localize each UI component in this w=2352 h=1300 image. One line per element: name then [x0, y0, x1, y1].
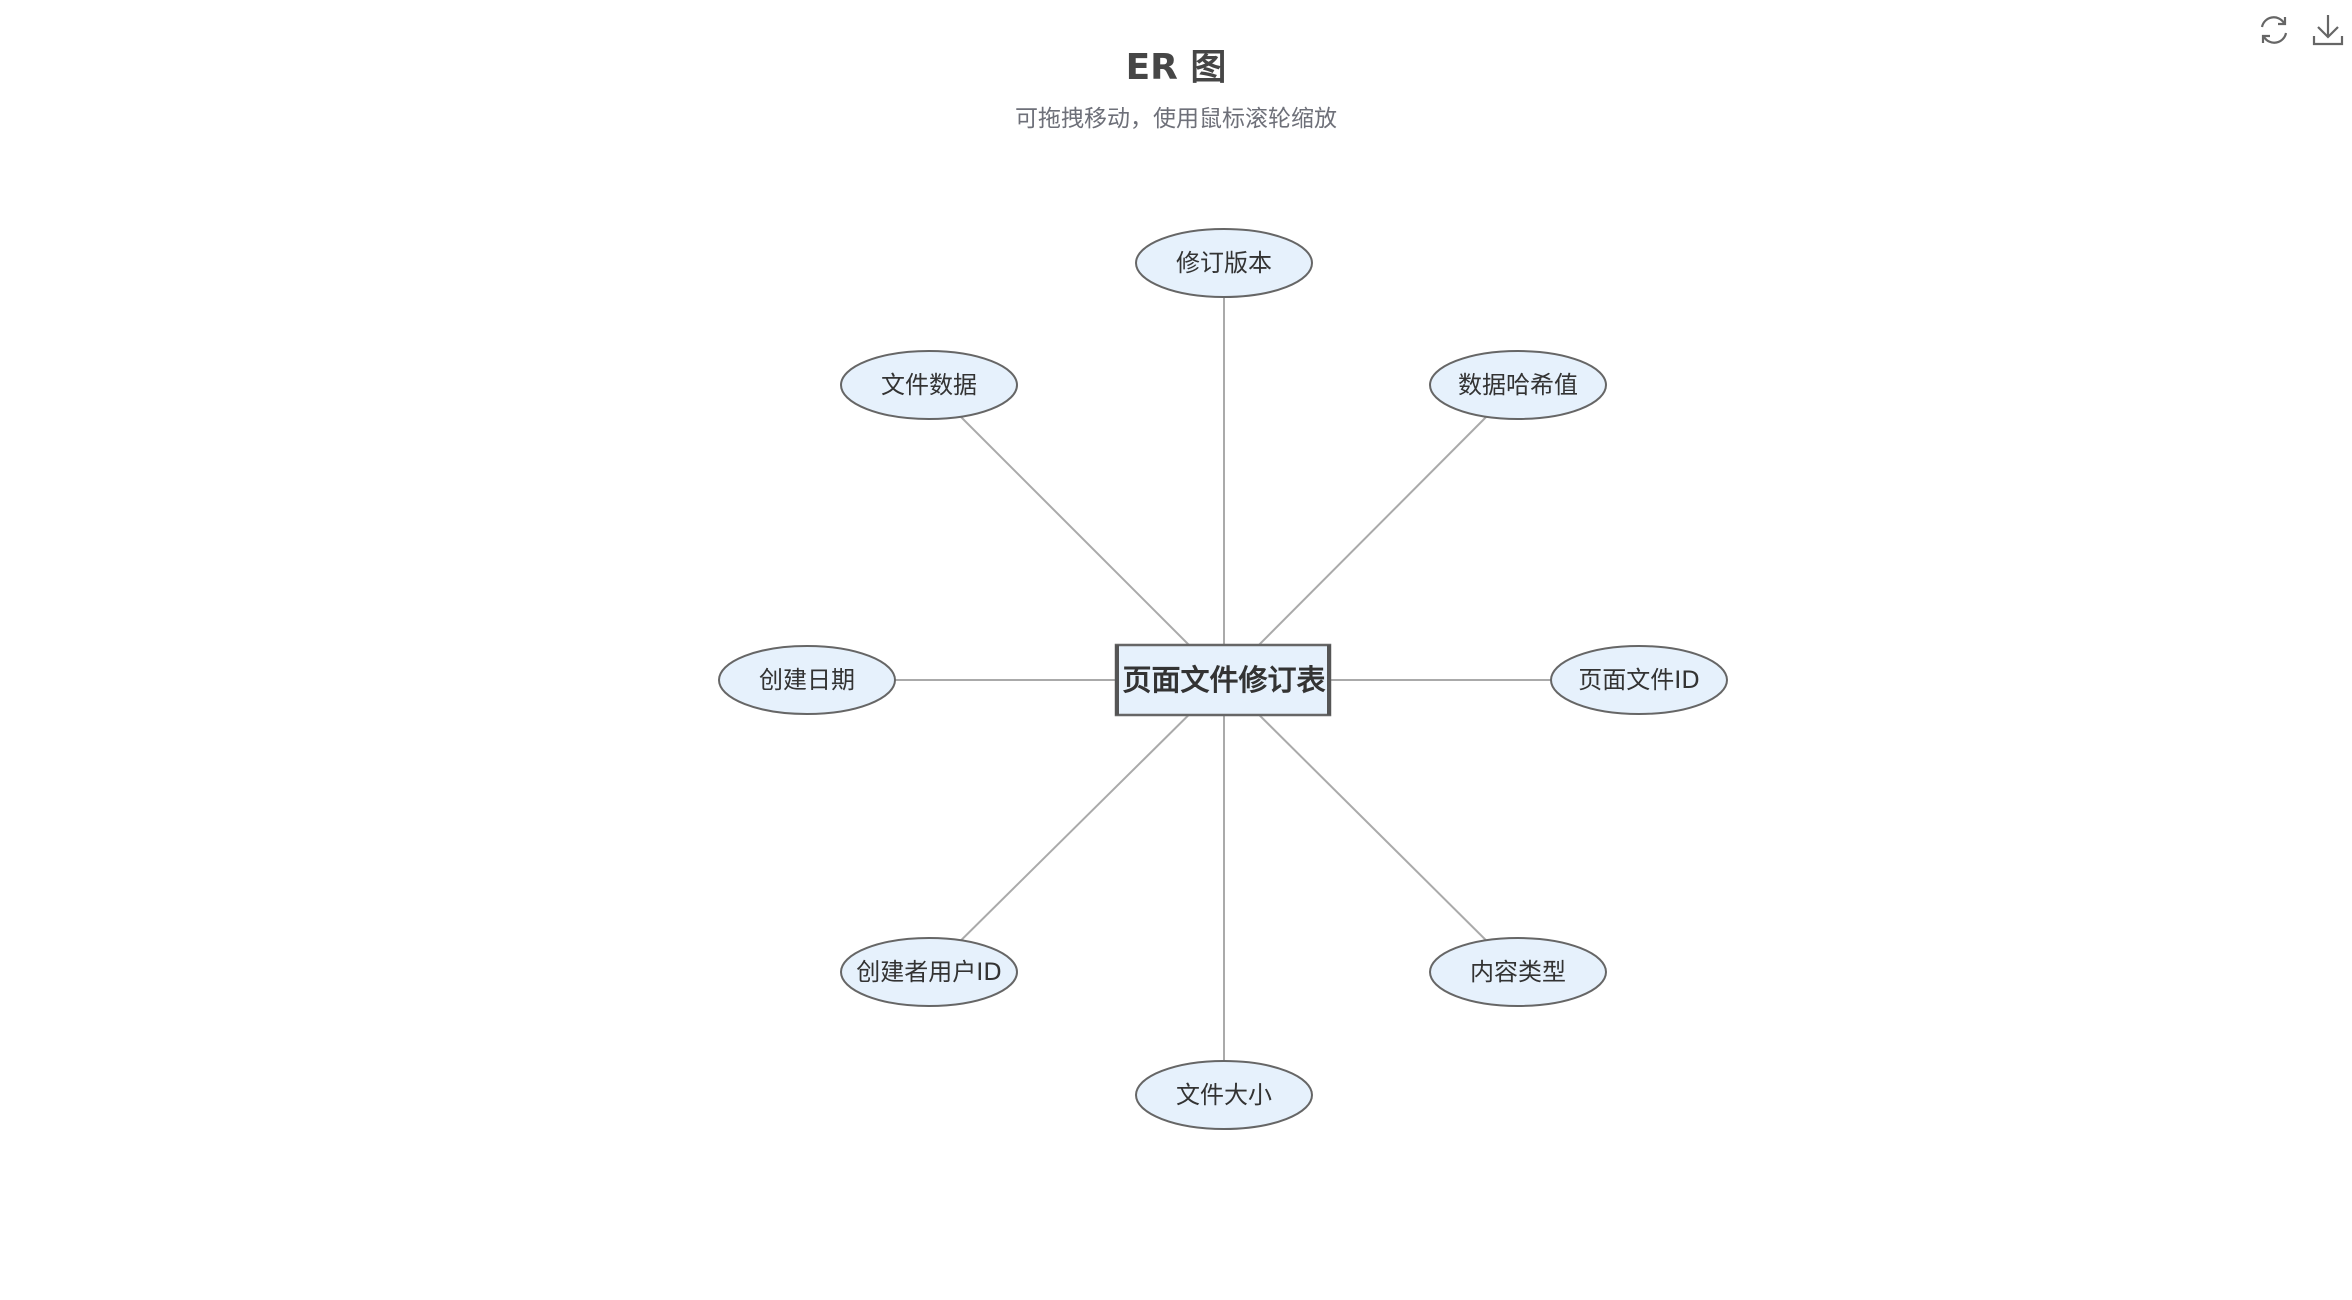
entity-box[interactable]	[1114, 643, 1332, 717]
attribute-ellipse[interactable]	[1135, 1060, 1313, 1130]
attribute-label: 修订版本	[1176, 249, 1272, 277]
attribute-node[interactable]: 数据哈希值	[1429, 350, 1607, 420]
attribute-node[interactable]: 创建者用户ID	[840, 937, 1018, 1007]
edge-line	[928, 679, 1225, 973]
attribute-label: 文件数据	[881, 371, 977, 399]
edge-line	[1223, 384, 1519, 681]
attribute-ellipse[interactable]	[718, 645, 896, 715]
entity-node[interactable]: 页面文件修订表	[1114, 643, 1332, 717]
attribute-label: 文件大小	[1176, 1081, 1272, 1109]
attribute-label: 创建者用户ID	[856, 958, 1002, 986]
download-icon[interactable]	[2310, 12, 2346, 48]
attribute-label: 数据哈希值	[1458, 371, 1578, 399]
attribute-node[interactable]: 页面文件ID	[1550, 645, 1728, 715]
entity-label: 页面文件修订表	[1122, 663, 1325, 697]
attribute-node[interactable]: 创建日期	[718, 645, 896, 715]
attribute-label: 内容类型	[1470, 958, 1566, 986]
chart-subtitle: 可拖拽移动，使用鼠标滚轮缩放	[1015, 106, 1337, 132]
attribute-ellipse[interactable]	[840, 937, 1018, 1007]
attribute-ellipse[interactable]	[1429, 350, 1607, 420]
edge-line	[928, 384, 1225, 681]
chart-title: ER 图	[1125, 47, 1227, 88]
attribute-ellipse[interactable]	[1550, 645, 1728, 715]
attribute-ellipse[interactable]	[1429, 937, 1607, 1007]
attribute-node[interactable]: 文件大小	[1135, 1060, 1313, 1130]
attribute-ellipse[interactable]	[1135, 228, 1313, 298]
attribute-node[interactable]: 文件数据	[840, 350, 1018, 420]
attribute-node[interactable]: 修订版本	[1135, 228, 1313, 298]
attribute-label: 创建日期	[759, 666, 855, 694]
refresh-icon[interactable]	[2256, 12, 2292, 48]
attribute-ellipse[interactable]	[840, 350, 1018, 420]
toolbox	[2256, 12, 2346, 48]
attribute-label: 页面文件ID	[1578, 666, 1700, 694]
attribute-node[interactable]: 内容类型	[1429, 937, 1607, 1007]
edge-line	[1223, 679, 1519, 973]
